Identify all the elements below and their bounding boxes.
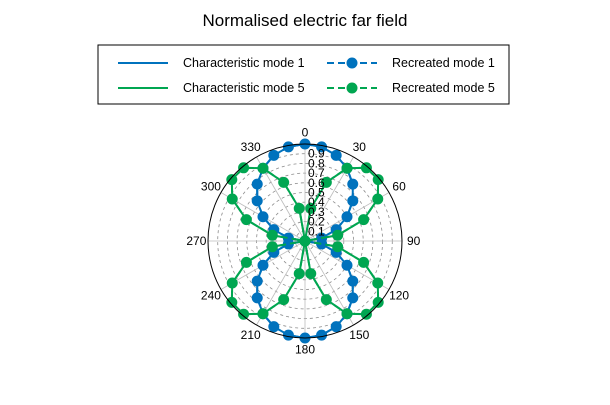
series-layer <box>226 138 384 344</box>
recreated-mode-5-marker <box>341 308 353 320</box>
theta-tick-label: 180 <box>295 343 315 357</box>
recreated-mode-1-marker <box>251 275 263 287</box>
recreated-mode-5-marker <box>320 294 332 306</box>
recreated-mode-5-marker <box>278 176 290 188</box>
theta-tick-label: 300 <box>201 180 221 194</box>
recreated-mode-5-marker <box>372 193 384 205</box>
radial-tick-label: 0.7 <box>308 166 325 180</box>
theta-tick-label: 120 <box>389 288 409 302</box>
recreated-mode-1-marker <box>341 211 353 223</box>
radial-tick-label: 0.2 <box>308 215 325 229</box>
recreated-mode-5-marker <box>358 256 370 268</box>
radial-tick-label: 0.3 <box>308 205 325 219</box>
theta-tick-label: 150 <box>349 328 369 342</box>
recreated-mode-5-marker <box>226 296 238 308</box>
recreated-mode-5-marker <box>226 174 238 186</box>
legend-entry: Characteristic mode 5 <box>118 81 305 95</box>
recreated-mode-5-marker <box>372 296 384 308</box>
recreated-mode-5-marker <box>257 308 269 320</box>
legend-entry: Characteristic mode 1 <box>118 56 305 70</box>
recreated-mode-1-marker <box>268 149 280 161</box>
recreated-mode-1-marker <box>282 141 294 153</box>
recreated-mode-1-marker <box>251 178 263 190</box>
radial-tick-label: 0.5 <box>308 186 325 200</box>
recreated-mode-1-marker <box>316 329 328 341</box>
recreated-mode-5-marker <box>299 235 311 247</box>
recreated-mode-5-marker <box>240 256 252 268</box>
recreated-mode-5-marker <box>257 162 269 174</box>
legend-swatch-marker <box>346 82 358 94</box>
radial-tick-label: 0.1 <box>308 224 325 238</box>
recreated-mode-5-marker <box>305 268 317 280</box>
recreated-mode-1-marker <box>347 195 359 207</box>
recreated-mode-1-marker <box>330 149 342 161</box>
theta-tick-label: 0 <box>302 125 309 139</box>
legend-label: Recreated mode 1 <box>392 56 495 70</box>
legend-swatch-marker <box>346 57 358 69</box>
recreated-mode-5-marker <box>358 214 370 226</box>
recreated-mode-5-marker <box>226 193 238 205</box>
recreated-mode-1-marker <box>347 292 359 304</box>
legend-label: Characteristic mode 5 <box>183 81 305 95</box>
theta-tick-label: 240 <box>201 288 221 302</box>
polar-outer-ring <box>207 143 403 339</box>
recreated-mode-5-marker <box>278 294 290 306</box>
recreated-mode-5-marker <box>332 241 344 253</box>
recreated-mode-5-marker <box>293 202 305 214</box>
radial-tick-labels: 0.10.20.30.40.50.60.70.80.9 <box>308 147 325 239</box>
legend-entries: Characteristic mode 1 Characteristic mode… <box>118 56 495 95</box>
radial-tick-label: 0.4 <box>308 195 325 209</box>
recreated-mode-1-marker <box>282 329 294 341</box>
recreated-mode-1-marker <box>341 259 353 271</box>
theta-tick-labels: 0 30 60 90 120 150 180 210 240 270 300 330 <box>186 125 420 356</box>
recreated-mode-5-marker <box>293 268 305 280</box>
theta-tick-label: 60 <box>392 180 406 194</box>
recreated-mode-5-marker <box>266 241 278 253</box>
chart-title: Normalised electric far field <box>202 11 407 30</box>
theta-tick-label: 90 <box>407 234 421 248</box>
recreated-mode-1-marker <box>268 321 280 333</box>
legend-entry: Recreated mode 5 <box>327 81 495 95</box>
recreated-mode-5-marker <box>360 162 372 174</box>
recreated-mode-1-marker <box>347 178 359 190</box>
radial-tick-label: 0.9 <box>308 147 325 161</box>
recreated-mode-5-marker <box>238 162 250 174</box>
recreated-mode-5-marker <box>266 229 278 241</box>
legend-entry: Recreated mode 1 <box>327 56 495 70</box>
legend-label: Characteristic mode 1 <box>183 56 305 70</box>
recreated-mode-5-marker <box>341 162 353 174</box>
recreated-mode-5-marker <box>332 229 344 241</box>
recreated-mode-1-marker <box>257 211 269 223</box>
recreated-mode-5-marker <box>360 308 372 320</box>
theta-tick-label: 330 <box>241 140 261 154</box>
recreated-mode-5-marker <box>240 214 252 226</box>
recreated-mode-1-marker <box>251 292 263 304</box>
recreated-mode-5-marker <box>372 174 384 186</box>
legend-box <box>97 44 510 105</box>
recreated-mode-1-marker <box>251 195 263 207</box>
recreated-mode-5-marker <box>238 308 250 320</box>
radial-tick-label: 0.8 <box>308 156 325 170</box>
recreated-mode-1-marker <box>330 321 342 333</box>
legend-label: Recreated mode 5 <box>392 81 495 95</box>
recreated-mode-1-marker <box>347 275 359 287</box>
theta-tick-label: 210 <box>241 328 261 342</box>
legend: Characteristic mode 1 Characteristic mode… <box>97 44 510 105</box>
recreated-mode-1-marker <box>257 259 269 271</box>
recreated-mode-5-marker <box>305 202 317 214</box>
recreated-mode-5-marker <box>320 176 332 188</box>
theta-tick-label: 30 <box>353 140 367 154</box>
recreated-mode-5-marker <box>226 277 238 289</box>
theta-tick-label: 270 <box>186 234 206 248</box>
recreated-mode-5-marker <box>372 277 384 289</box>
radial-tick-label: 0.6 <box>308 176 325 190</box>
